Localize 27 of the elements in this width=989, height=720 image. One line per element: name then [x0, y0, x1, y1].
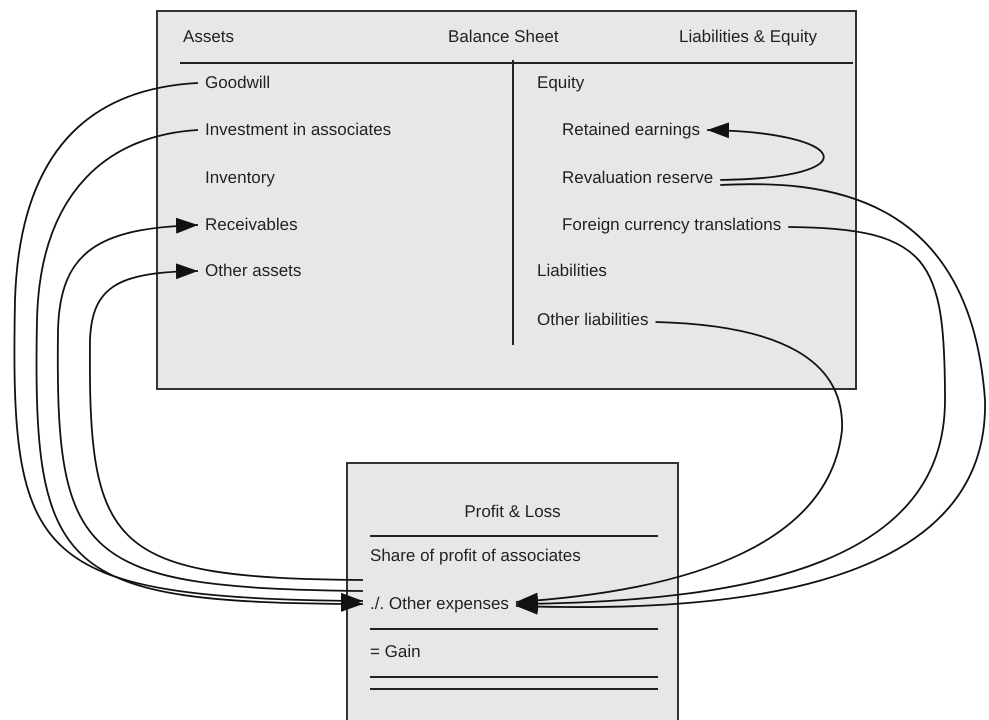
line-item: Investment in associates — [205, 120, 392, 140]
line-item: Inventory — [205, 168, 275, 188]
line-item: Other assets — [205, 261, 302, 281]
heading: Liabilities & Equity — [679, 27, 817, 47]
line-item: Retained earnings — [562, 120, 700, 140]
arrow — [57, 218, 364, 592]
arrow — [36, 129, 364, 612]
statement-panel — [156, 10, 857, 390]
arrow — [89, 264, 364, 581]
heading: Balance Sheet — [448, 27, 559, 47]
arrow — [706, 122, 824, 181]
line-item: Foreign currency translations — [562, 215, 782, 235]
line-item: Liabilities — [537, 261, 607, 281]
line-item: = Gain — [370, 642, 421, 662]
line-item: Share of profit of associates — [370, 546, 581, 566]
line-item: Equity — [537, 73, 584, 93]
arrow — [516, 226, 946, 612]
heading: Profit & Loss — [463, 502, 562, 522]
line-item: ./. Other expenses — [370, 594, 509, 614]
line-item: Revaluation reserve — [562, 168, 714, 188]
line-item: Receivables — [205, 215, 298, 235]
line-item: Goodwill — [205, 73, 270, 93]
heading: Assets — [183, 27, 234, 47]
line-item: Other liabilities — [537, 310, 648, 330]
arrow — [516, 321, 843, 608]
statement-panel — [346, 462, 679, 720]
arrow — [516, 183, 986, 614]
